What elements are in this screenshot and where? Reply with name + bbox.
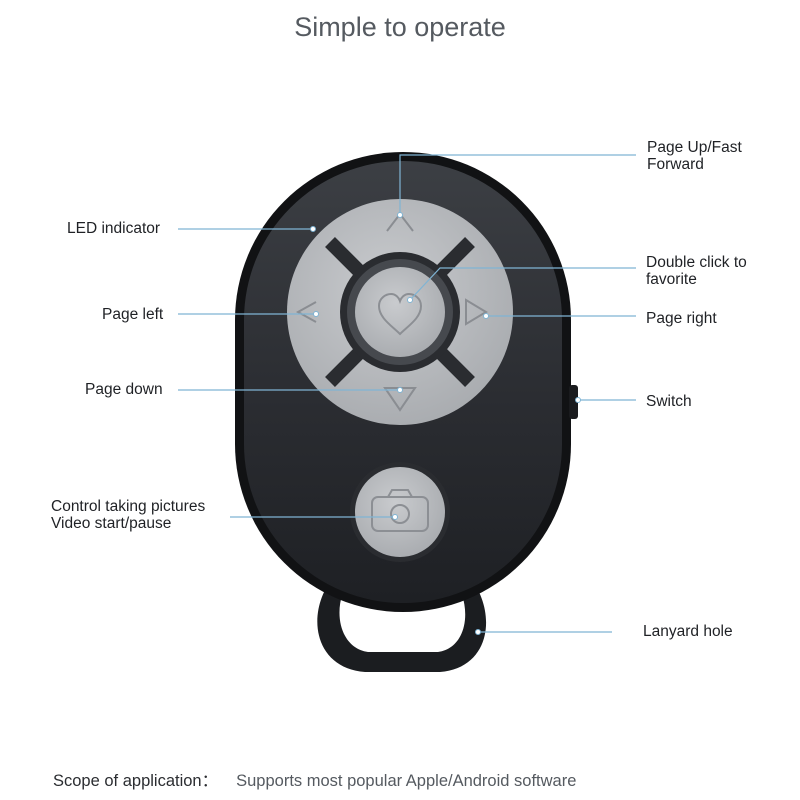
label-favorite-line1: Double click to [646, 254, 747, 271]
label-page-left: Page left [102, 306, 164, 323]
dpad [287, 199, 513, 425]
label-led: LED indicator [67, 220, 161, 237]
label-favorite: Double click to favorite [646, 254, 747, 288]
heart-icon [377, 292, 423, 336]
camera-button [355, 467, 445, 557]
arrow-right-icon [465, 298, 488, 326]
label-page-up-line1: Page Up/Fast [647, 139, 742, 156]
arrow-left-icon [295, 301, 317, 323]
page-title: Simple to operate [294, 12, 506, 42]
label-lanyard: Lanyard hole [643, 623, 733, 640]
label-page-up: Page Up/Fast Forward [647, 139, 742, 173]
switch-knob [569, 385, 578, 419]
label-page-down: Page down [85, 381, 163, 398]
label-camera-line1: Control taking pictures [51, 498, 206, 515]
label-page-up-line2: Forward [647, 156, 704, 173]
footer: Scope of application： Supports most popul… [53, 767, 576, 791]
footer-label: Scope of application： [53, 772, 219, 790]
heart-button [355, 267, 445, 357]
camera-icon [371, 489, 429, 532]
leader-dots [310, 212, 581, 635]
label-favorite-line2: favorite [646, 271, 697, 288]
label-camera: Control taking pictures Video start/paus… [51, 498, 205, 532]
footer-value: Supports most popular Apple/Android soft… [236, 772, 577, 790]
label-switch: Switch [646, 393, 692, 410]
label-page-right: Page right [646, 310, 717, 327]
label-camera-line2: Video start/pause [51, 515, 172, 532]
leader-lines [178, 154, 636, 633]
